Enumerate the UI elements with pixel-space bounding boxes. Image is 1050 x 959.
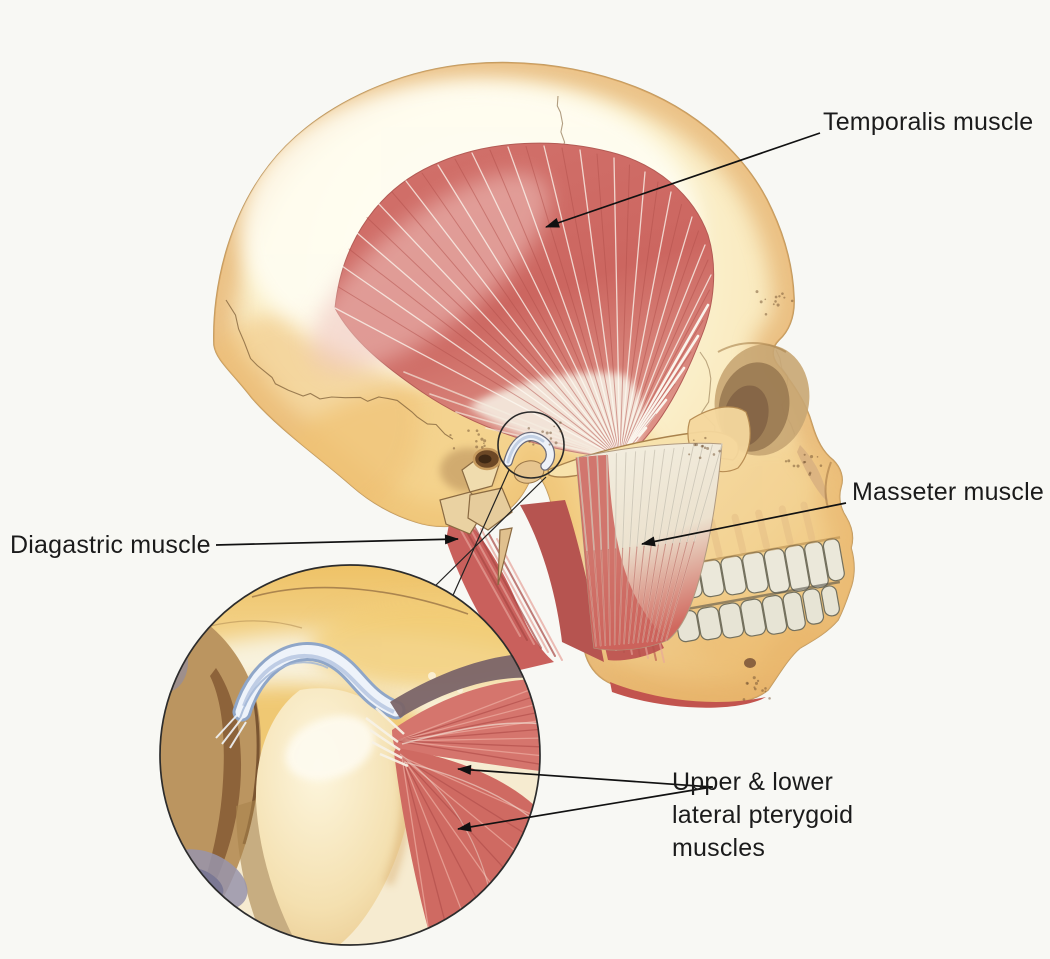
mental-foramen <box>744 658 756 668</box>
temporalis-muscle <box>310 142 715 461</box>
ear-region <box>439 447 513 586</box>
label-pterygoid-muscles: Upper & lower lateral pterygoid muscles <box>672 768 854 862</box>
tmj-joint <box>503 431 556 484</box>
diagastric-arrow <box>215 534 459 546</box>
pterygoid-lower-arrow <box>457 786 713 832</box>
tmj-zoom-circle <box>497 411 565 479</box>
annotation-arrows <box>215 132 847 832</box>
inset-circle-outline <box>159 564 541 946</box>
label-diagastric-muscle: Diagastric muscle <box>10 531 211 559</box>
articular-disc <box>215 642 406 749</box>
temporalis-arrow <box>545 132 821 228</box>
label-masseter-muscle: Masseter muscle <box>852 478 1044 506</box>
stipple-texture <box>449 290 823 701</box>
nasal-aperture <box>797 445 832 509</box>
masseter-arrow <box>641 502 847 547</box>
label-temporalis-muscle: Temporalis muscle <box>823 108 1034 136</box>
pterygoid-upper-arrow <box>457 764 713 788</box>
masseter-muscle <box>575 442 723 651</box>
inset-leader-lines <box>431 469 547 603</box>
mylohyoid-under-chin <box>610 682 766 708</box>
